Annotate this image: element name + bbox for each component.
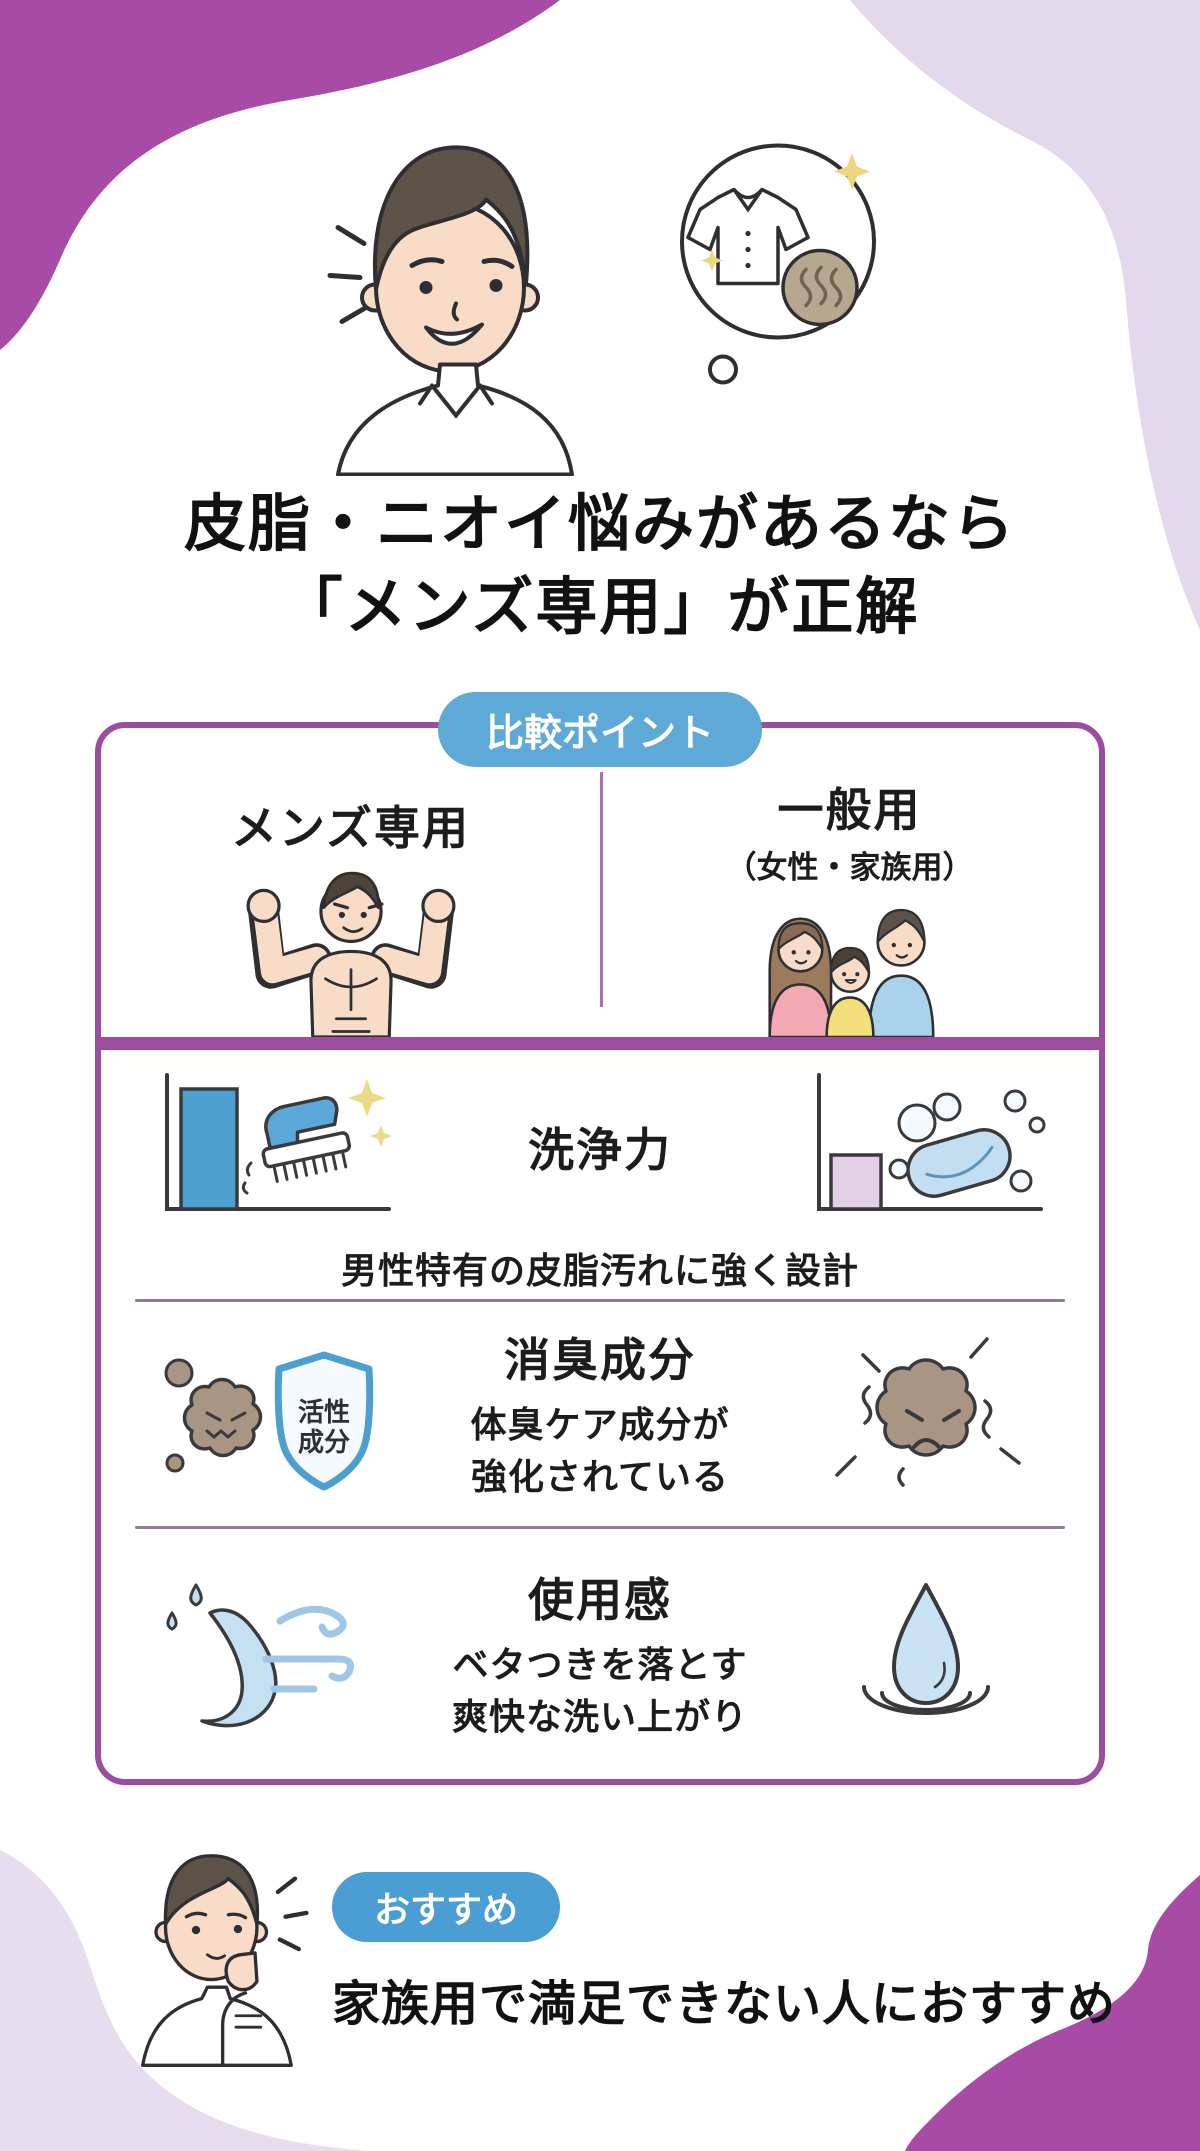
family-illustration [767, 908, 934, 1037]
recommendation-section: おすすめ 家族用で満足できない人におすすめ [116, 1830, 1116, 2072]
blob-bottom-right [905, 1875, 1200, 2151]
row-feel-caption1: ベタつきを落とす [452, 1644, 748, 1686]
row-cleaning-power-caption: 男性特有の皮脂汚れに強く設計 [340, 1250, 859, 1292]
comparison-badge: 比較ポイント [437, 692, 763, 767]
odor-circle-icon [781, 248, 859, 327]
thinking-man-illustration [140, 1854, 309, 2067]
blob-top-right [850, 0, 1200, 630]
comparison-columns: メンズ専用 [101, 728, 1099, 1037]
row-feel-caption2: 爽快な洗い上がり [451, 1697, 748, 1738]
angry-odor-germ-icon [835, 1337, 1021, 1487]
page-title-line2: 「メンズ専用」が正解 [280, 570, 920, 644]
row-cleaning-power: 洗浄力 男性特有の皮脂汚れに強く設計 [101, 1050, 1099, 1299]
muscular-man-illustration [246, 871, 455, 1037]
smiling-man-icon [336, 145, 574, 476]
page-title-line1: 皮脂・ニオイ悩みがあるなら [183, 487, 1016, 560]
odor-germ-small-icon [164, 1358, 263, 1473]
thought-bubble-icon [680, 143, 876, 385]
column-mens-label: メンズ専用 [230, 801, 471, 855]
breeze-lines-icon [262, 1605, 355, 1693]
recommendation-text: 家族用で満足できない人におすすめ [331, 1976, 1116, 2032]
blob-top-left [0, 0, 560, 350]
emphasis-lines-icon [327, 225, 369, 324]
tall-bar-scrub-brush-sparkle-icon [165, 1072, 392, 1211]
water-drop-ripple-icon [862, 1583, 990, 1715]
row-feel-title: 使用感 [528, 1572, 672, 1627]
row-deodorant-caption2: 強化されている [471, 1457, 729, 1498]
emphasis-lines-icon [275, 1876, 309, 1952]
page-title: 皮脂・ニオイ悩みがあるなら 「メンズ専用」が正解 [0, 482, 1200, 648]
blob-bottom-left [0, 1850, 370, 2151]
man-with-thought-bubble-clean-shirt-odor-illustration [327, 143, 876, 476]
column-mens: メンズ専用 [101, 728, 600, 1037]
column-divider [600, 772, 603, 1007]
shield-text-line1: 活性 [298, 1398, 350, 1428]
row-feel: 使用感 ベタつきを落とす 爽快な洗い上がり [101, 1529, 1099, 1779]
row-cleaning-power-title: 洗浄力 [528, 1122, 672, 1177]
sparkle-icon [701, 153, 870, 272]
hero-illustration [280, 78, 920, 476]
stink-lines-icon [835, 1337, 1021, 1487]
column-general: 一般用 （女性・家族用） [600, 728, 1099, 1037]
hand-on-chin-icon [224, 1951, 259, 1992]
column-general-sublabel: （女性・家族用） [725, 850, 974, 886]
comparison-box: 比較ポイント メンズ専用 [95, 692, 1105, 1785]
water-splash-breeze-icon [166, 1583, 355, 1728]
row-deodorant: 活性 成分 消臭成分 体臭ケア成分が 強化されている [101, 1302, 1099, 1526]
row-deodorant-caption1: 体臭ケア成分が [470, 1404, 730, 1446]
shield-icon [274, 1351, 374, 1491]
shield-text-line2: 成分 [298, 1428, 350, 1458]
row-separator [135, 1299, 1065, 1302]
row-separator [135, 1526, 1065, 1529]
section-divider-thick [101, 1037, 1099, 1050]
column-general-label: 一般用 [777, 783, 922, 837]
recommendation-badge: おすすめ [331, 1872, 560, 1942]
row-deodorant-title: 消臭成分 [504, 1332, 696, 1387]
shield-blocking-odor-germs-icon: 活性 成分 [164, 1351, 374, 1491]
short-bar-soap-bubbles-icon [817, 1072, 1046, 1211]
